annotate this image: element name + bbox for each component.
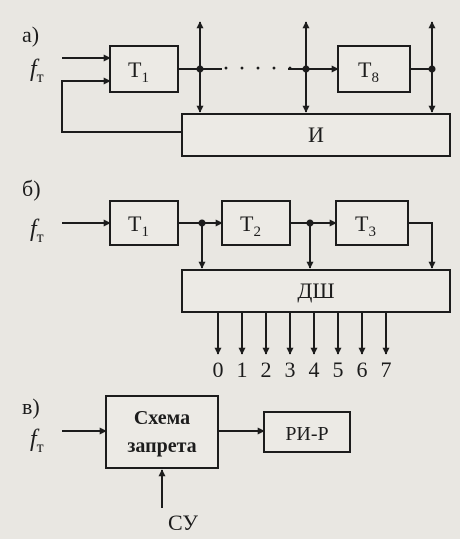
part-b-t2-junction [306, 219, 314, 227]
part-a-label: а) [22, 22, 39, 47]
part-c-input-label: fт [30, 426, 44, 456]
part-a-ellipsis: · · · · · [222, 56, 295, 82]
part-b-decoder-label: ДШ [297, 278, 334, 303]
decoder-output-label-3: 3 [285, 357, 296, 382]
part-b-trigger-t1-label: T1 [128, 211, 149, 240]
decoder-output-label-6: 6 [357, 357, 368, 382]
part-b-t1-junction [198, 219, 206, 227]
part-a-trigger-t1-label: T1 [128, 57, 149, 86]
decoder-output-label-7: 7 [381, 357, 392, 382]
part-a-trigger-t8 [337, 45, 411, 93]
part-b-trigger-t3-label: T3 [355, 211, 376, 240]
part-a-input-label: fт [30, 56, 44, 86]
part-b-trigger-t2-label: T2 [240, 211, 261, 240]
part-c-inhibit-label-line2: запрета [127, 435, 196, 457]
part-a-and-gate [181, 113, 451, 157]
part-a-t1-junction [196, 65, 204, 73]
decoder-output-label-5: 5 [333, 357, 344, 382]
part-c-control-label: СУ [168, 510, 198, 535]
part-c-register-label: РИ-Р [285, 423, 328, 445]
part-c-inhibit-label-line1: Схема [134, 407, 190, 429]
part-b-label: б) [22, 176, 41, 201]
part-a: а) fт T1 · · · · · T8 И [22, 21, 451, 157]
decoder-output-label-4: 4 [309, 357, 320, 382]
part-c-label: в) [22, 394, 40, 419]
part-a-t7-junction [302, 65, 310, 73]
part-a-t8-junction [428, 65, 436, 73]
part-b-t3-to-decoder-arrow [408, 222, 436, 269]
part-c-register [263, 411, 351, 453]
part-a-and-gate-label: И [308, 122, 324, 147]
part-c: в) fт Схема запрета РИ-Р СУ [22, 394, 351, 535]
decoder-output-label-2: 2 [261, 357, 272, 382]
part-b-decoder [181, 269, 451, 313]
part-a-trigger-t8-label: T8 [358, 57, 379, 86]
part-b-trigger-t3 [335, 200, 409, 246]
decoder-output-label-0: 0 [213, 357, 224, 382]
part-a-feedback-arrow [61, 77, 182, 133]
part-b-input-label: fт [30, 216, 44, 246]
decoder-output-label-1: 1 [237, 357, 248, 382]
